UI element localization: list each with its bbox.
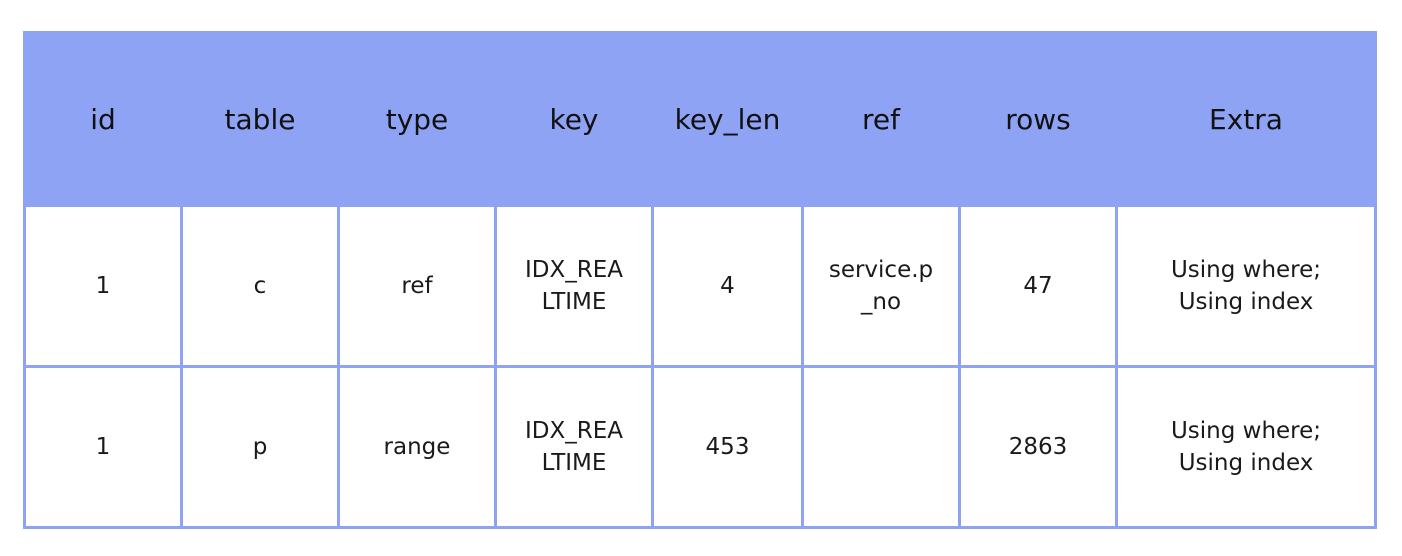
- explain-plan-table: id table type key key_len ref rows Extra…: [23, 31, 1377, 529]
- cell-ref: [801, 365, 961, 529]
- cell-key: IDX_REA LTIME: [494, 204, 654, 368]
- cell-text: Using where; Using index: [1170, 257, 1322, 315]
- cell-text: 453: [705, 434, 750, 460]
- cell-text: service.p _no: [828, 257, 934, 315]
- cell-text: 1: [95, 273, 111, 299]
- cell-text: IDX_REA LTIME: [525, 257, 623, 315]
- column-header-table: table: [180, 31, 340, 207]
- cell-text: 1: [95, 434, 111, 460]
- cell-text: p: [252, 434, 268, 460]
- cell-key-len: 4: [651, 204, 804, 368]
- cell-text: 47: [1023, 273, 1053, 299]
- cell-id: 1: [23, 204, 183, 368]
- table-body: 1 c ref IDX_REA LTIME 4 service.p _no 47…: [23, 204, 1377, 529]
- cell-extra: Using where; Using index: [1115, 365, 1377, 529]
- table-row: 1 c ref IDX_REA LTIME 4 service.p _no 47…: [23, 204, 1377, 368]
- cell-text: 4: [720, 273, 735, 299]
- cell-type: range: [337, 365, 497, 529]
- cell-text: range: [383, 434, 451, 460]
- cell-id: 1: [23, 365, 183, 529]
- column-header-rows: rows: [958, 31, 1118, 207]
- column-header-id: id: [23, 31, 183, 207]
- cell-extra: Using where; Using index: [1115, 204, 1377, 368]
- cell-table: p: [180, 365, 340, 529]
- header-row: id table type key key_len ref rows Extra: [23, 31, 1377, 207]
- column-header-type: type: [337, 31, 497, 207]
- cell-text: ref: [401, 273, 433, 299]
- cell-key: IDX_REA LTIME: [494, 365, 654, 529]
- cell-text: IDX_REA LTIME: [525, 418, 623, 476]
- cell-rows: 47: [958, 204, 1118, 368]
- cell-text: Using where; Using index: [1170, 418, 1322, 476]
- cell-rows: 2863: [958, 365, 1118, 529]
- cell-key-len: 453: [651, 365, 804, 529]
- cell-table: c: [180, 204, 340, 368]
- column-header-extra: Extra: [1115, 31, 1377, 207]
- table-header: id table type key key_len ref rows Extra: [23, 31, 1377, 207]
- column-header-ref: ref: [801, 31, 961, 207]
- column-header-key: key: [494, 31, 654, 207]
- column-header-key-len: key_len: [651, 31, 804, 207]
- cell-text: 2863: [1008, 434, 1068, 460]
- cell-type: ref: [337, 204, 497, 368]
- table-row: 1 p range IDX_REA LTIME 453 2863 Using w…: [23, 365, 1377, 529]
- cell-text: c: [253, 273, 267, 299]
- cell-ref: service.p _no: [801, 204, 961, 368]
